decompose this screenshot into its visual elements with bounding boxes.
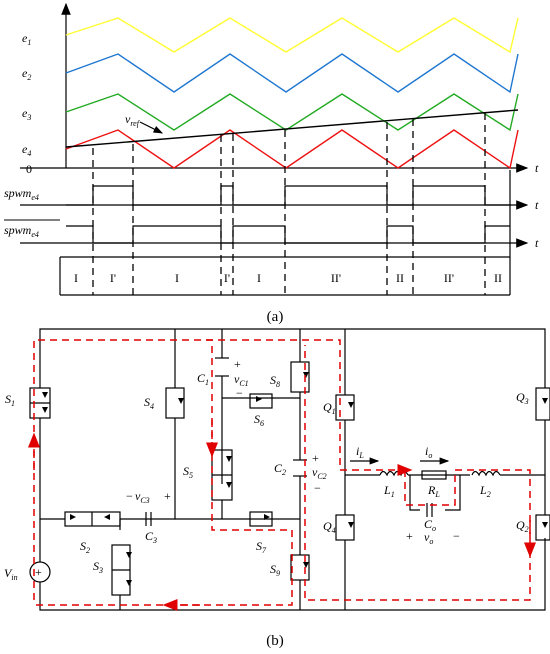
label-vc3: vC3 <box>135 489 150 505</box>
resistor-rl: RL <box>421 470 447 499</box>
switch-s7: S7 <box>249 511 273 555</box>
label-spwm-e4-bar: spwme4 <box>4 223 39 239</box>
label-c2: C2 <box>274 461 286 477</box>
switch-s4: S4 <box>144 387 185 419</box>
label-vc2: vC2 <box>312 465 327 481</box>
region-8: II' <box>444 271 454 285</box>
label-l1: L1 <box>383 483 395 499</box>
region-9: II <box>494 271 502 285</box>
label-co: Co <box>424 517 436 533</box>
switch-s3: S3 <box>93 544 132 596</box>
label-q4: Q4 <box>323 519 336 535</box>
label-zero: 0 <box>26 162 32 176</box>
svg-text:+: + <box>35 565 42 579</box>
vref-line <box>65 109 519 148</box>
switch-s1: S1 <box>5 387 51 419</box>
label-vc3-plus: + <box>164 489 171 503</box>
label-il: iL <box>356 444 364 460</box>
label-s4: S4 <box>144 395 154 411</box>
switching-instant-markers <box>92 113 486 295</box>
circuit-panel: S1 S2 S3 C3 − vC3 + S4 <box>4 328 550 649</box>
region-3: I <box>175 271 179 285</box>
label-vc2-plus: + <box>312 451 319 465</box>
switch-s9: S9 <box>270 554 310 581</box>
label-spwm-e4: spwme4 <box>4 186 39 202</box>
caption-b: (b) <box>266 633 284 649</box>
label-vc1-plus: + <box>234 357 241 371</box>
switch-q2: Q2 <box>516 514 550 541</box>
carrier-e4 <box>65 129 519 170</box>
inductor-l1: L1 <box>379 470 409 499</box>
label-s2: S2 <box>80 539 90 555</box>
spwm-e4-pulses <box>66 185 510 206</box>
carrier-e3 <box>65 93 519 132</box>
label-c1: C1 <box>197 371 209 387</box>
label-s7: S7 <box>256 539 267 555</box>
label-s1: S1 <box>5 392 15 408</box>
switch-s5: S5 <box>183 449 233 501</box>
circuit-wiring <box>39 328 546 611</box>
label-vc1-minus: − <box>236 386 243 400</box>
vref-pointer <box>139 121 164 134</box>
label-t1: t <box>535 161 539 175</box>
label-s9: S9 <box>270 562 280 578</box>
label-t2: t <box>535 198 539 212</box>
label-io: io <box>425 444 432 460</box>
label-s6: S6 <box>254 412 264 428</box>
inductor-l2: L2 <box>471 470 501 499</box>
label-vin: Vin <box>4 566 18 582</box>
label-vc1: vC1 <box>234 372 249 388</box>
caption-a: (a) <box>267 309 284 325</box>
label-q1: Q1 <box>323 400 336 416</box>
capacitor-c3: C3 − vC3 + <box>126 489 171 545</box>
label-vo-plus: + <box>406 529 413 543</box>
region-6: II' <box>331 271 341 285</box>
switch-q1: Q1 <box>323 394 355 421</box>
switch-s6: S6 <box>249 393 273 428</box>
label-l2: L2 <box>479 483 491 499</box>
label-vc3-minus: − <box>126 489 133 503</box>
switch-s8: S8 <box>270 361 310 393</box>
carrier-e1 <box>65 17 519 54</box>
label-e3: e3 <box>22 106 31 122</box>
region-1: I <box>74 271 78 285</box>
region-table: I I' I I' I II' II II' II <box>59 170 511 296</box>
label-c3: C3 <box>145 529 157 545</box>
region-2: I' <box>110 271 116 285</box>
current-path-highlight <box>28 339 536 611</box>
label-vo-minus: − <box>453 529 460 543</box>
waveform-panel: e1 e2 e3 e4 0 vref t t t spwme4 spwme4 <box>4 2 539 325</box>
label-e4: e4 <box>22 142 31 158</box>
label-s5: S5 <box>183 464 193 480</box>
switch-s2: S2 <box>64 511 121 555</box>
capacitor-c1: C1 + vC1 − <box>197 357 249 400</box>
carrier-e2 <box>65 53 519 94</box>
label-q3: Q3 <box>516 390 529 406</box>
label-vref: vref <box>125 112 141 128</box>
label-s3: S3 <box>93 559 103 575</box>
label-rl: RL <box>427 483 440 499</box>
switch-q3: Q3 <box>516 387 550 421</box>
source-vin: + Vin <box>4 561 51 583</box>
label-s8: S8 <box>270 373 280 389</box>
label-t3: t <box>535 236 539 250</box>
switch-q4: Q4 <box>323 514 355 541</box>
label-vc2-minus: − <box>314 481 321 495</box>
region-5: I <box>257 271 261 285</box>
region-4: I' <box>224 271 230 285</box>
spwm-e4-bar-pulses <box>66 225 510 244</box>
region-7: II <box>396 271 404 285</box>
label-q2: Q2 <box>516 518 529 534</box>
label-vo: vo <box>424 530 433 546</box>
label-e2: e2 <box>22 66 31 82</box>
label-e1: e1 <box>22 31 31 47</box>
